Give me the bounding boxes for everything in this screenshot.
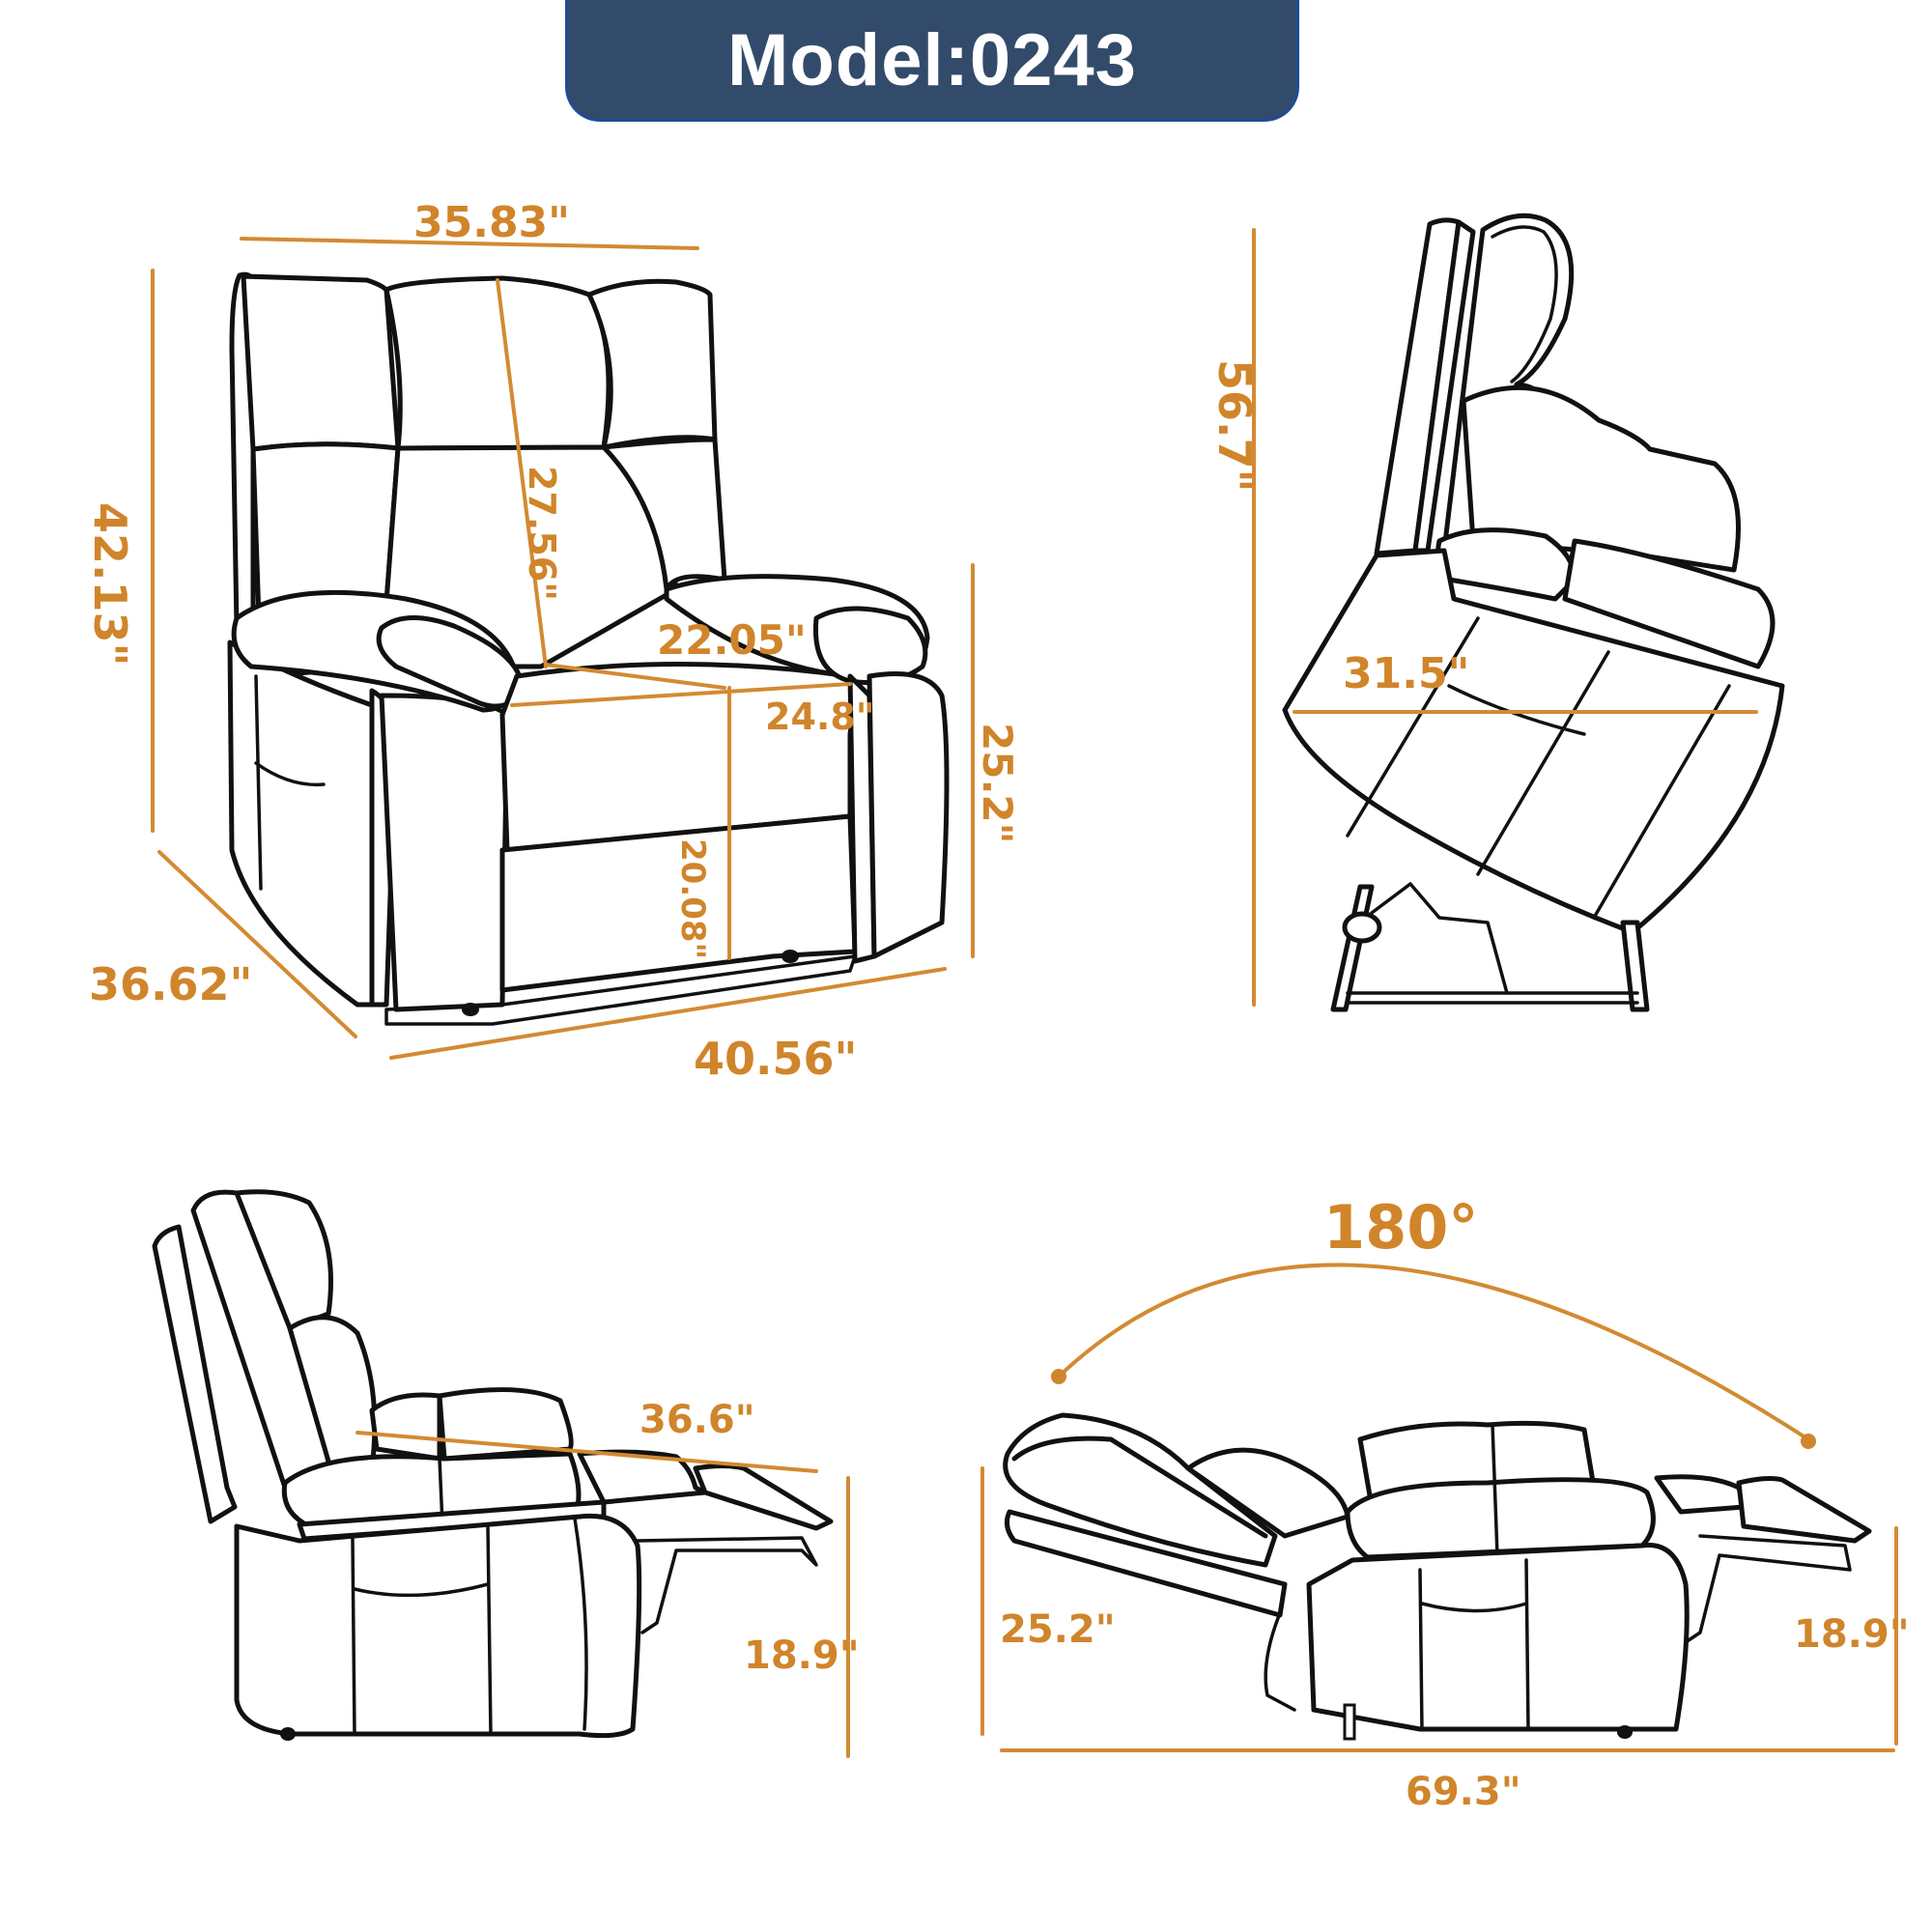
dim-label-seat-depth: 24.8" <box>765 696 875 738</box>
dim-line-seat-depth <box>510 682 852 707</box>
model-title: Model:0243 <box>727 19 1137 101</box>
dim-line-width <box>240 237 699 250</box>
dim-label-recline-footrest: 18.9" <box>744 1634 860 1678</box>
flat-view-chair <box>1003 1412 1872 1741</box>
dim-label-flat-footrest: 18.9" <box>1794 1612 1910 1657</box>
dim-label-flat-length: 69.3" <box>1406 1770 1521 1814</box>
dim-label-width: 35.83" <box>413 198 570 247</box>
dim-label-recline-length: 36.6" <box>639 1398 755 1442</box>
lift-view-chair <box>1282 213 1785 1012</box>
dim-line-recline-length <box>355 1431 818 1473</box>
dim-line-backrest <box>496 278 548 668</box>
dim-label-arm-height: 25.2" <box>974 723 1021 844</box>
arc-end-dot <box>1801 1434 1816 1449</box>
dim-label-lift-height: 56.7" <box>1208 359 1261 492</box>
dim-label-height: 42.13" <box>84 502 136 666</box>
dim-label-backrest: 27.56" <box>521 466 563 601</box>
dim-label-depth: 36.62" <box>89 958 252 1010</box>
dim-line-depth <box>157 850 357 1038</box>
recline-view-chair <box>152 1189 834 1741</box>
dim-line-length <box>389 967 947 1060</box>
dim-label-seat-width: 22.05" <box>657 616 807 664</box>
dim-label-recline-angle: 180° <box>1323 1192 1478 1263</box>
front-view-chair <box>227 271 950 1026</box>
dim-label-length: 40.56" <box>694 1033 857 1085</box>
model-banner: Model:0243 <box>565 0 1299 122</box>
recline-angle-arc <box>1057 1263 1810 1441</box>
arc-start-dot <box>1051 1369 1066 1384</box>
dim-line-seat-width <box>544 663 726 690</box>
dim-label-lift-depth: 31.5" <box>1343 649 1469 698</box>
dim-label-seat-height: 20.08" <box>673 838 712 959</box>
dim-label-flat-back: 25.2" <box>1000 1607 1116 1652</box>
